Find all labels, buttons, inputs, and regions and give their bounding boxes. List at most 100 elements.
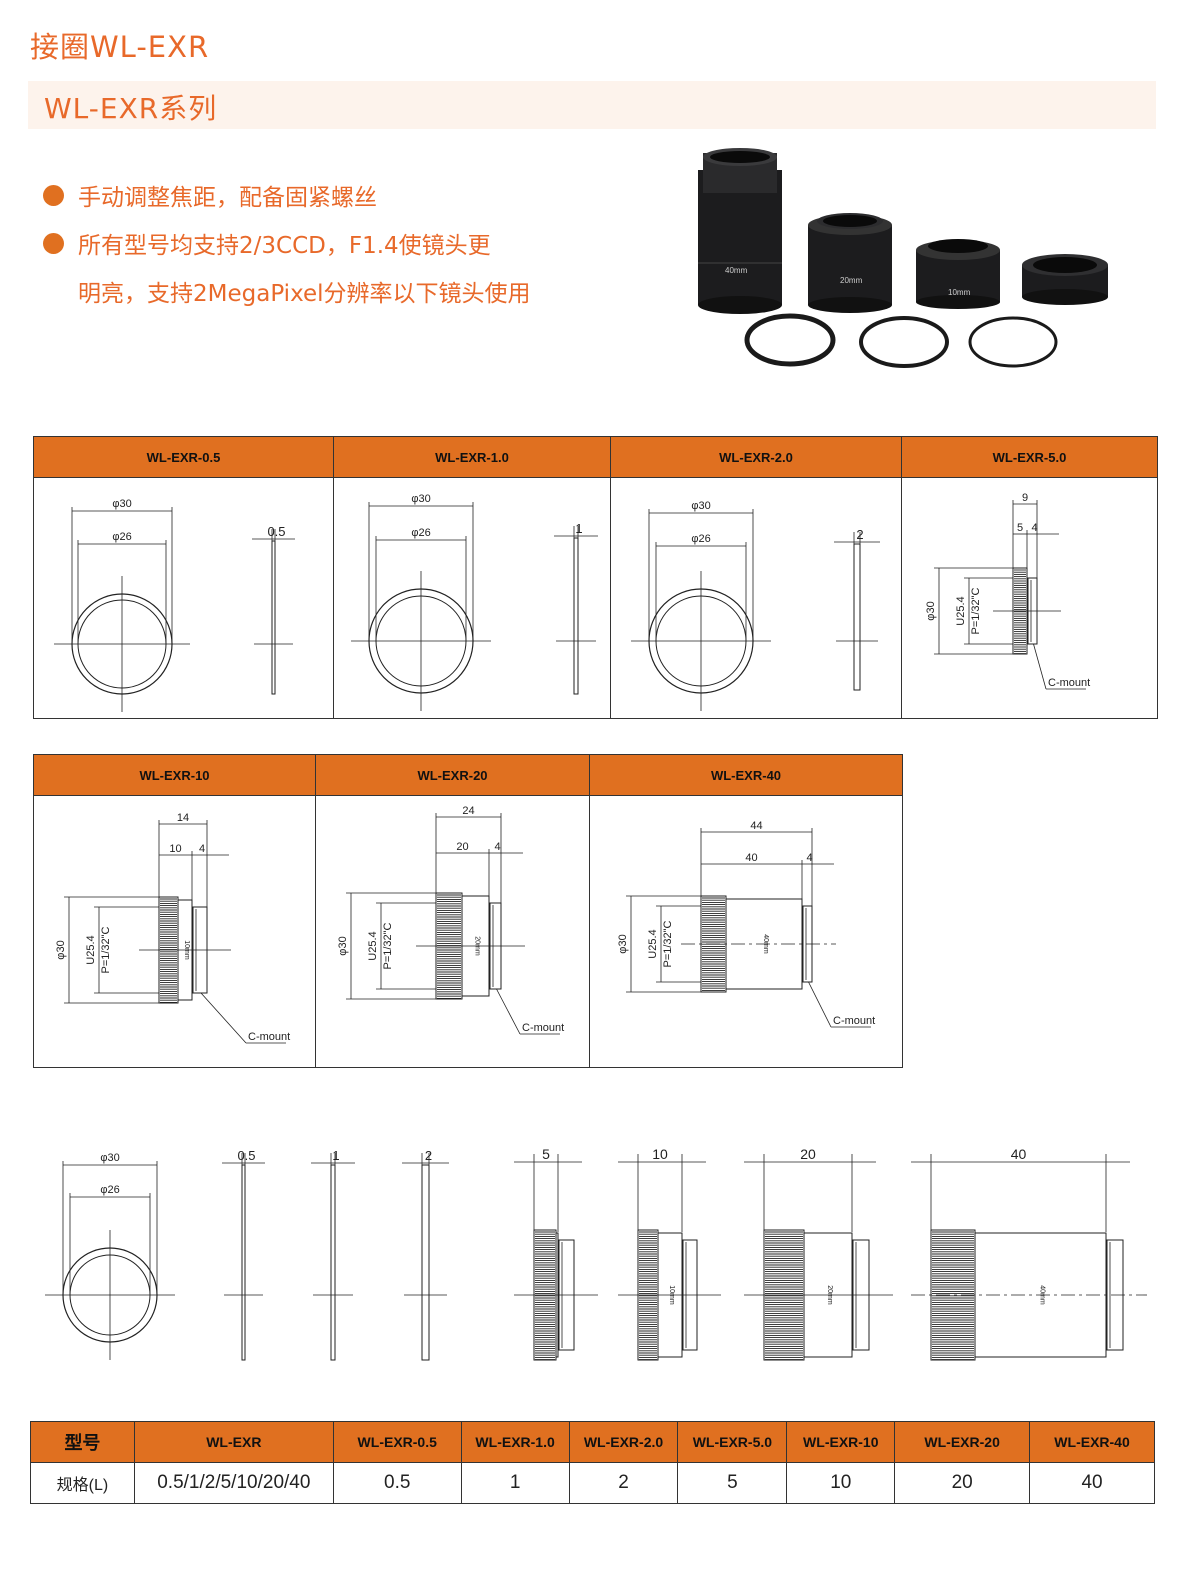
dimension-label: 4 <box>199 843 205 855</box>
dimension-label: φ26 <box>691 533 710 545</box>
section-title: WL-EXR系列 <box>44 92 218 125</box>
spacer-plate <box>330 1164 336 1361</box>
thread-spec-label: U25.4 <box>955 596 967 625</box>
dimension-label: 1 <box>332 1148 339 1163</box>
spec-table-1: WL-EXR-0.5 WL-EXR-1.0 WL-EXR-2.0 WL-EXR-… <box>33 436 1158 719</box>
technical-drawing: φ30 φ26 2 <box>631 500 880 711</box>
column-header: WL-EXR-0.5 <box>33 436 334 478</box>
column-header: WL-EXR-2.0 <box>568 1421 679 1463</box>
engraving-label: 10mm <box>668 1285 675 1305</box>
dimension-label: 40 <box>1011 1146 1027 1162</box>
row-label: 规格(L) <box>30 1462 135 1504</box>
diameter-label: φ30 <box>337 936 349 955</box>
c-mount-label: C-mount <box>522 1022 564 1034</box>
dimension-label: 10 <box>169 843 181 855</box>
dimension-label: 10 <box>652 1146 668 1162</box>
product-photo: 40mm 20mm 10mm <box>698 148 1108 368</box>
dimension-label: 5 <box>542 1146 550 1162</box>
column-header: WL-EXR-1.0 <box>460 1421 570 1463</box>
dimension-label: 2 <box>425 1148 432 1163</box>
column-header: WL-EXR <box>133 1421 334 1463</box>
spacer-plate <box>271 540 276 695</box>
table-cell: 1 <box>460 1462 570 1504</box>
dimension-label: 0.5 <box>267 524 285 539</box>
dimension-label: 5 <box>1017 522 1023 534</box>
page-title: 接圈WL-EXR <box>30 30 210 64</box>
table-cell: 5 <box>677 1462 788 1504</box>
spacer-ring <box>968 316 1058 368</box>
table-cell: 20 <box>894 1462 1031 1504</box>
dimension-label: 4 <box>806 852 812 864</box>
dimension-label: φ30 <box>100 1152 119 1164</box>
spacer-plate <box>853 543 861 691</box>
feature-bullet: 所有型号均支持2/3CCD，F1.4使镜头更 <box>78 233 491 259</box>
table-cell: 40 <box>1029 1462 1155 1504</box>
spacer-plate <box>573 537 579 695</box>
dimension-label: φ30 <box>691 500 710 512</box>
engraving-label: 20mm <box>474 936 481 956</box>
engraving-label: 20mm <box>826 1285 833 1305</box>
technical-drawing: φ30 φ26 1 <box>351 493 598 711</box>
dimension-label: 14 <box>177 812 189 824</box>
bullet-dot-icon <box>43 185 64 206</box>
bullet-dot-icon <box>43 233 64 254</box>
drawing-line <box>808 981 832 1028</box>
drawing-line <box>1033 643 1047 690</box>
diameter-label: φ30 <box>925 601 937 620</box>
dimension-label: φ30 <box>411 493 430 505</box>
column-header: WL-EXR-1.0 <box>333 436 611 478</box>
tube-5mm <box>1022 254 1108 305</box>
c-mount-label: C-mount <box>248 1031 290 1043</box>
engraving-label: 40mm <box>725 266 748 275</box>
tube-10mm: 10mm <box>916 239 1000 309</box>
spacer-plate <box>241 1164 246 1361</box>
thread-spec-label: U25.4 <box>85 935 97 964</box>
dimension-label: 24 <box>462 805 474 817</box>
table-cell: 0.5 <box>332 1462 462 1504</box>
dimension-label: φ30 <box>112 498 131 510</box>
table-cell: 2 <box>568 1462 679 1504</box>
pitch-label: P=1/32"C <box>100 926 112 973</box>
spacer-ring <box>859 316 949 368</box>
model-spec-table: 型号 WL-EXR WL-EXR-0.5 WL-EXR-1.0 WL-EXR-2… <box>30 1421 1155 1504</box>
tube-40mm: 40mm <box>698 148 782 314</box>
diameter-label: φ30 <box>55 940 67 959</box>
column-header: WL-EXR-10 <box>786 1421 896 1463</box>
drawing-cell: φ30 φ26 2 <box>610 477 902 719</box>
feature-bullet-continued: 明亮，支持2MegaPixel分辨率以下镜头使用 <box>78 281 531 307</box>
c-mount-label: C-mount <box>1048 677 1090 689</box>
engraving-label: 10mm <box>183 940 190 960</box>
pitch-label: P=1/32"C <box>382 922 394 969</box>
dimension-label: 1 <box>575 521 582 536</box>
dimension-label: 9 <box>1022 492 1028 504</box>
c-mount-label: C-mount <box>833 1015 875 1027</box>
tube-20mm: 20mm <box>808 213 892 313</box>
drawing-cell: φ30 φ26 1 <box>333 477 611 719</box>
dimension-label: φ26 <box>411 527 430 539</box>
drawing-line <box>200 992 247 1044</box>
thread-spec-label: U25.4 <box>647 929 659 958</box>
diameter-label: φ30 <box>617 934 629 953</box>
spacer-ring <box>744 313 836 367</box>
column-header: WL-EXR-0.5 <box>332 1421 462 1463</box>
engraving-label: 40mm <box>762 934 769 954</box>
pitch-label: P=1/32"C <box>970 587 982 634</box>
drawing-line <box>496 988 521 1035</box>
thread-spec-label: U25.4 <box>367 931 379 960</box>
column-header: WL-EXR-40 <box>589 754 903 796</box>
column-header: WL-EXR-20 <box>315 754 590 796</box>
header-model: 型号 <box>30 1421 135 1463</box>
column-header: WL-EXR-5.0 <box>677 1421 788 1463</box>
dimension-label: 2 <box>856 527 863 542</box>
spacer-plate <box>421 1164 430 1361</box>
